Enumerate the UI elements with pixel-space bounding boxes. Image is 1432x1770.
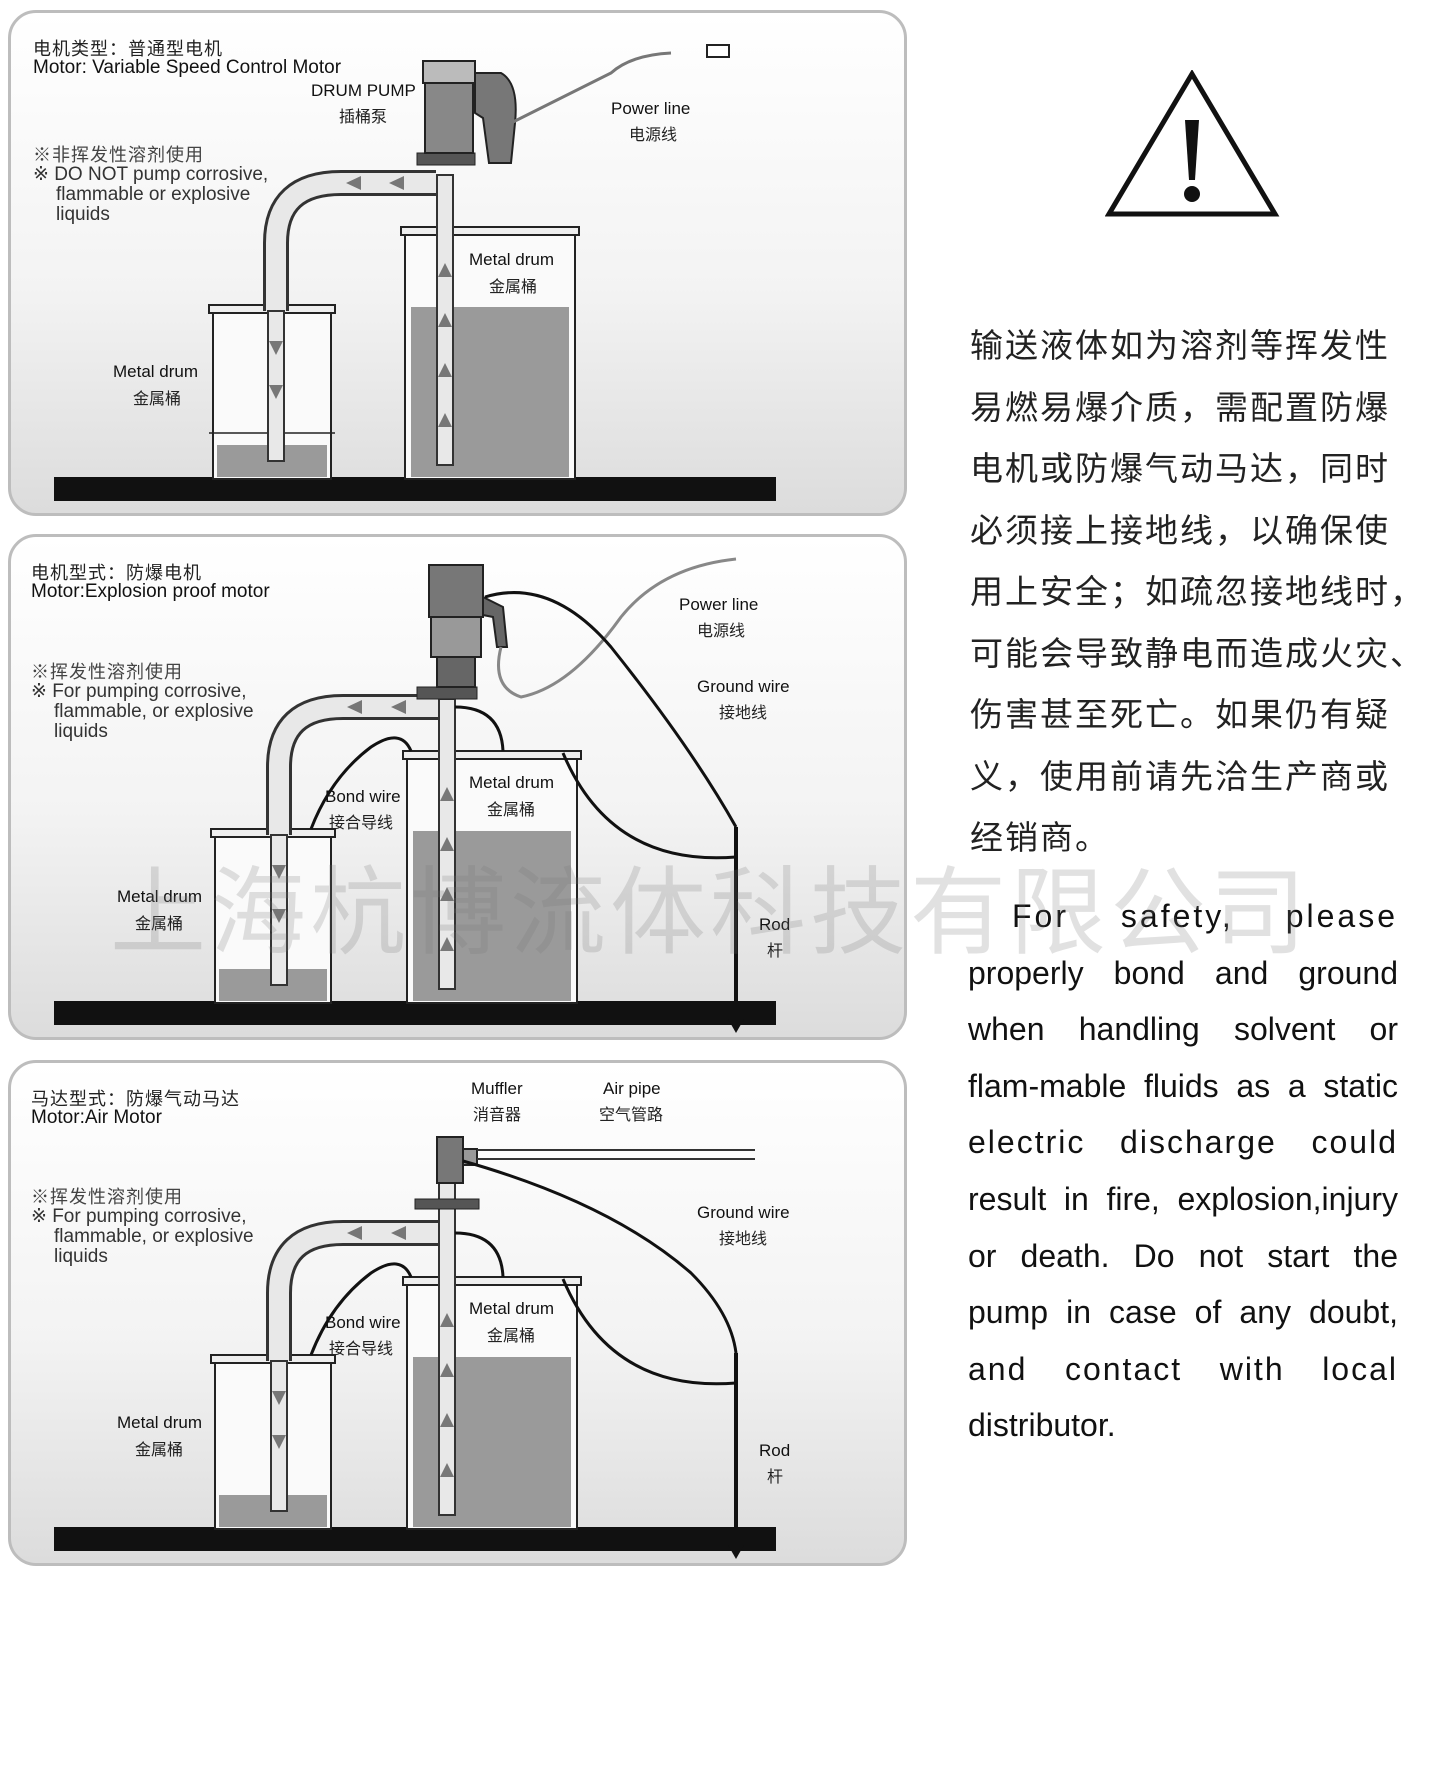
warning-en-3: liquids	[56, 204, 110, 225]
air-pipe-label-en: Air pipe	[603, 1079, 661, 1098]
motor-type-cn: 马达型式：防爆气动马达	[31, 1089, 240, 1110]
safety-en-line: flam-mable fluids as a static	[968, 1067, 1398, 1104]
floor	[54, 1527, 776, 1551]
flow-arrows	[269, 176, 452, 427]
exclamation-triangle-icon	[1105, 70, 1280, 217]
pump-label-cn: 插桶泵	[339, 107, 388, 126]
power-outlet-icon	[706, 44, 730, 58]
shop-watermark: shop1384	[678, 1668, 898, 1714]
safety-cn-line: 伤害甚至死亡。如果仍有疑	[970, 695, 1390, 734]
warning-en-1: ※ DO NOT pump corrosive,	[33, 164, 269, 185]
safety-cn-line: 经销商。	[970, 818, 1110, 857]
safety-en-line: when handling solvent or	[968, 1011, 1398, 1048]
explosion-proof-motor	[428, 564, 509, 688]
drum-pump-motor	[422, 60, 517, 164]
power-line-label-en: Power line	[611, 99, 691, 118]
ground-wire-label-cn: 接地线	[719, 1229, 768, 1248]
ground-wire-label-en: Ground wire	[697, 1203, 790, 1222]
warning-cn: ※挥发性溶剂使用	[31, 1187, 183, 1208]
ground-wires	[309, 591, 738, 860]
power-line	[510, 51, 672, 125]
bond-wire-label-cn: 接合导线	[329, 1339, 394, 1358]
air-motor	[436, 1136, 478, 1184]
safety-cn-line: 输送液体如为溶剂等挥发性	[970, 326, 1390, 365]
big-drum-label-cn: 金属桶	[487, 800, 536, 819]
ground-wire-label-en: Ground wire	[697, 677, 790, 696]
power-line-label-cn: 电源线	[629, 125, 678, 144]
safety-en-line: or death. Do not start the	[968, 1237, 1398, 1274]
power-line-label-cn: 电源线	[697, 621, 746, 640]
warning-en-2: flammable, or explosive	[54, 701, 254, 722]
safety-cn-line: 易燃易爆介质，需配置防爆	[970, 387, 1390, 427]
warning-en-3: liquids	[54, 721, 108, 742]
small-drum-label-en: Metal drum	[117, 887, 203, 906]
warning-en-1: ※ For pumping corrosive,	[31, 681, 247, 702]
muffler-label-cn: 消音器	[473, 1105, 522, 1124]
safety-en-line: electric discharge could	[968, 1124, 1398, 1161]
warning-en-1: ※ For pumping corrosive,	[31, 1206, 247, 1227]
floor	[54, 1001, 776, 1025]
safety-cn-line: 义，使用前请先洽生产商或	[970, 756, 1390, 796]
rod-label-cn: 杆	[767, 941, 784, 960]
big-drum-label-en: Metal drum	[469, 1299, 555, 1318]
safety-en-line: pump in case of any doubt,	[968, 1294, 1398, 1331]
motor-type-en: Motor:Air Motor	[31, 1107, 162, 1128]
power-line-label-en: Power line	[679, 595, 759, 614]
small-drum-label-en: Metal drum	[117, 1413, 203, 1432]
warning-cn: ※非挥发性溶剂使用	[33, 145, 204, 166]
safety-cn-line: 用上安全；如疏忽接地线时，	[970, 572, 1425, 611]
flow-arrows	[272, 700, 454, 951]
safety-en-line: distributor.	[968, 1407, 1116, 1444]
small-drum-label-cn: 金属桶	[135, 1440, 184, 1459]
safety-en-line: and contact with local	[968, 1350, 1398, 1387]
panel-standard-motor: 电机类型：普通型电机 Motor: Variable Speed Control…	[8, 10, 907, 516]
safety-cn-line: 可能会导致静电而造成火灾、	[970, 633, 1425, 673]
bond-wire-label-en: Bond wire	[325, 1313, 401, 1332]
big-drum-label-cn: 金属桶	[487, 1326, 536, 1345]
rod-label-en: Rod	[759, 1441, 791, 1460]
safety-en-line: For safety, please	[1012, 898, 1398, 934]
safety-text-cn: 输送液体如为溶剂等挥发性 易燃易爆介质，需配置防爆 电机或防爆气动马达，同时 必…	[970, 315, 1425, 869]
small-drum-label-cn: 金属桶	[135, 914, 184, 933]
small-drum-label-cn: 金属桶	[133, 389, 182, 408]
ground-wires	[309, 1159, 738, 1386]
safety-cn-line: 必须接上接地线，以确保使	[970, 510, 1390, 550]
big-drum-label-en: Metal drum	[469, 250, 555, 269]
warning-en-2: flammable, or explosive	[54, 1226, 254, 1247]
panel-air-motor: 马达型式：防爆气动马达 Motor:Air Motor Muffler 消音器 …	[8, 1060, 907, 1566]
ground-wire-label-cn: 接地线	[719, 703, 768, 722]
warning-en-2: flammable or explosive	[56, 184, 251, 205]
motor-type-en: Motor: Variable Speed Control Motor	[33, 57, 342, 78]
muffler-label-en: Muffler	[471, 1079, 523, 1098]
safety-en-line: result in fire, explosion,injury	[968, 1180, 1398, 1217]
company-watermark: 上海杭博流体科技有限公司	[110, 857, 1310, 969]
motor-type-cn: 电机类型：普通型电机	[33, 39, 223, 60]
flow-arrows	[272, 1226, 454, 1477]
panel1-diagram	[54, 44, 776, 501]
panel-explosion-proof-motor: 电机型式：防爆电机 Motor:Explosion proof motor Po…	[8, 534, 907, 1040]
panel2-diagram	[54, 557, 776, 1033]
bond-wire-label-en: Bond wire	[325, 787, 401, 806]
safety-en-line: properly bond and ground	[968, 954, 1398, 991]
pump-label-en: DRUM PUMP	[311, 81, 416, 100]
rod-label-cn: 杆	[767, 1467, 784, 1486]
panel3-diagram	[54, 1136, 776, 1559]
warning-en-3: liquids	[54, 1246, 108, 1267]
bond-wire-label-cn: 接合导线	[329, 813, 394, 832]
floor	[54, 477, 776, 501]
warning-cn: ※挥发性溶剂使用	[31, 662, 183, 683]
motor-type-en: Motor:Explosion proof motor	[31, 581, 270, 602]
big-drum-label-cn: 金属桶	[489, 277, 538, 296]
small-drum-label-en: Metal drum	[113, 362, 199, 381]
motor-type-cn: 电机型式：防爆电机	[31, 563, 202, 584]
rod-label-en: Rod	[759, 915, 791, 934]
power-line	[497, 557, 737, 699]
safety-cn-line: 电机或防爆气动马达，同时	[970, 449, 1390, 488]
air-pipe-label-cn: 空气管路	[599, 1105, 664, 1124]
safety-text-en: For safety, please properly bond and gro…	[968, 888, 1398, 1454]
big-drum-label-en: Metal drum	[469, 773, 555, 792]
